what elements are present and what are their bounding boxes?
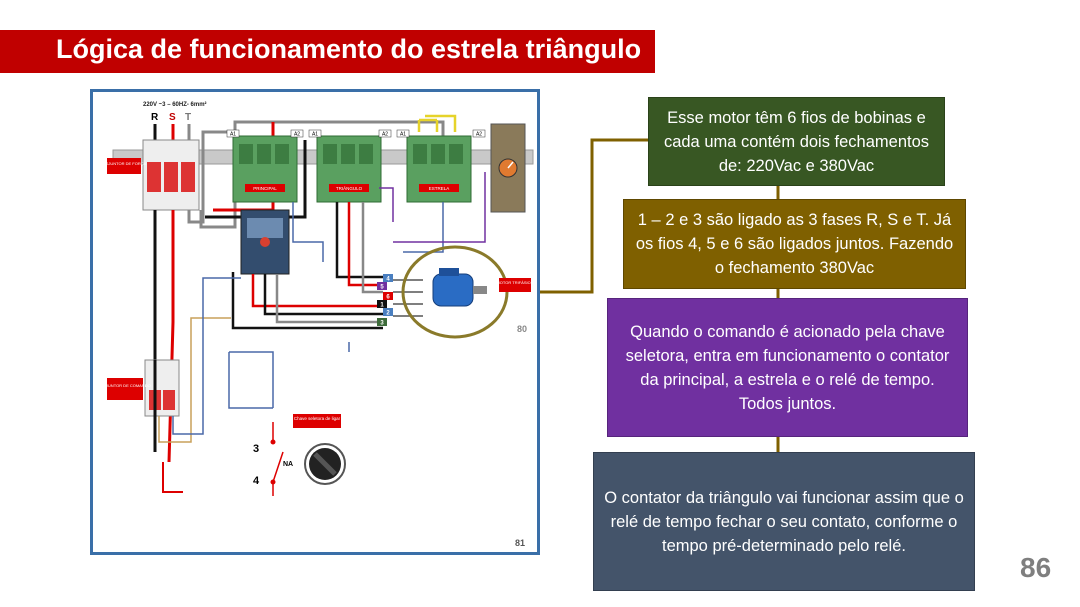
svg-text:A2: A2 <box>476 132 482 138</box>
wiring-diagram-svg: 220V ~3 – 60HZ- 6mm² R S T DISJUNTOR DE … <box>99 101 534 548</box>
title-bar: Lógica de funcionamento do estrela triân… <box>0 30 655 73</box>
phase-r: R <box>151 112 159 123</box>
svg-text:A2: A2 <box>382 132 388 138</box>
callout-phase-connection-text: 1 – 2 e 3 são ligado as 3 fases R, S e T… <box>635 211 954 277</box>
svg-text:1: 1 <box>380 303 384 309</box>
svg-text:A1: A1 <box>400 132 406 138</box>
callout-triangle-contactor: O contator da triângulo vai funcionar as… <box>593 452 975 591</box>
callout-command-activation: Quando o comando é acionado pela chave s… <box>607 298 968 437</box>
callout-command-activation-text: Quando o comando é acionado pela chave s… <box>625 322 950 413</box>
callout-motor-wires-text: Esse motor têm 6 fios de bobinas e cada … <box>663 108 930 175</box>
switch-contact-3: 3 <box>253 443 259 455</box>
svg-text:PRINCIPAL: PRINCIPAL <box>253 186 277 191</box>
command-breaker-label: DISJUNTOR DE COMANDO <box>99 383 150 388</box>
callout-motor-wires: Esse motor têm 6 fios de bobinas e cada … <box>648 97 945 186</box>
motor-label: MOTOR TRIFÁSICO <box>496 280 533 285</box>
phase-s: S <box>169 112 176 123</box>
svg-text:3: 3 <box>380 321 384 327</box>
page-ref: 81 <box>515 538 525 548</box>
svg-text:2: 2 <box>386 311 390 317</box>
svg-text:TRIÂNGULO: TRIÂNGULO <box>336 185 363 191</box>
thermal-relay <box>240 209 290 275</box>
wiring-diagram: 220V ~3 – 60HZ- 6mm² R S T DISJUNTOR DE … <box>90 89 540 555</box>
page-number: 86 <box>1020 552 1052 583</box>
svg-text:5: 5 <box>380 285 384 291</box>
contactor-principal: PRINCIPAL <box>232 135 298 203</box>
svg-text:ESTRELA: ESTRELA <box>429 186 450 191</box>
switch-contact-4: 4 <box>253 475 260 487</box>
switch-type: NA <box>283 461 293 468</box>
power-breaker-tag <box>107 158 141 174</box>
power-breaker-label: DISJUNTOR DE FORÇA <box>102 161 147 166</box>
command-breaker: DISJUNTOR DE COMANDO <box>99 359 180 417</box>
svg-text:A1: A1 <box>230 132 236 138</box>
callout-phase-connection: 1 – 2 e 3 são ligado as 3 fases R, S e T… <box>623 199 966 289</box>
connector-motor-to-callout <box>534 138 648 294</box>
svg-text:A2: A2 <box>294 132 300 138</box>
switch-label: Chave seletora de ligar <box>294 416 341 421</box>
supply-label: 220V ~3 – 60HZ- 6mm² <box>143 101 207 108</box>
side-ref: 80 <box>517 324 527 334</box>
phase-t: T <box>185 112 191 123</box>
contactor-triangulo: TRIÂNGULO <box>316 135 382 203</box>
motor: MOTOR TRIFÁSICO <box>401 245 534 339</box>
slide-title: Lógica de funcionamento do estrela triân… <box>56 34 642 64</box>
svg-text:4: 4 <box>386 277 390 283</box>
contactor-estrela: ESTRELA <box>406 135 472 203</box>
svg-text:6: 6 <box>386 295 390 301</box>
callout-triangle-contactor-text: O contator da triângulo vai funcionar as… <box>604 488 964 555</box>
svg-text:A1: A1 <box>312 132 318 138</box>
time-relay <box>490 123 526 213</box>
selector-switch: Chave seletora de ligar 3 4 NA <box>228 342 350 496</box>
